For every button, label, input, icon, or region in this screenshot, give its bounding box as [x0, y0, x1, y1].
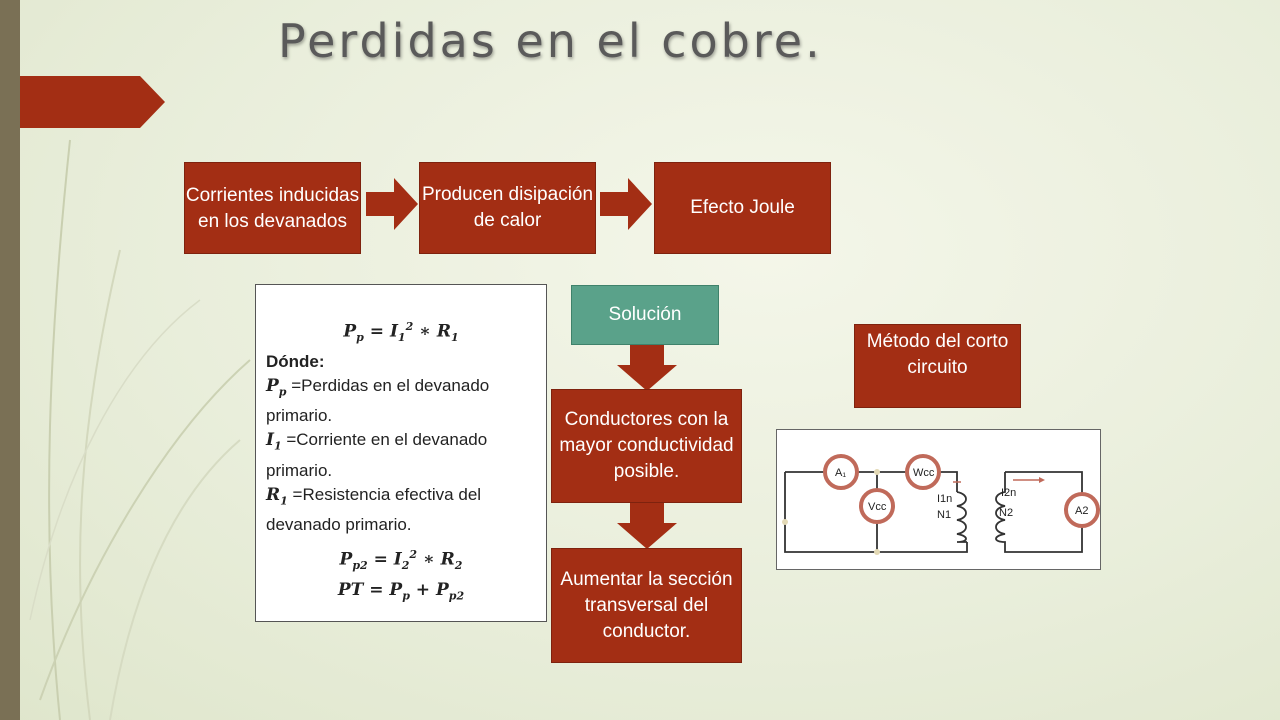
flow-arrow-2: [600, 178, 652, 230]
circuit-schematic: A₁ Wcc Vcc I1n N1 I2n N2 A2: [782, 454, 1100, 555]
solution-step-aumentar-label: Aumentar la sección transversal del cond…: [560, 568, 733, 642]
short-circuit-diagram: A₁ Wcc Vcc I1n N1 I2n N2 A2: [776, 429, 1101, 570]
secondary-turns-label: N2: [999, 507, 1013, 519]
method-box: Método del corto circuito: [854, 324, 1021, 408]
formula-pp: Pp = I12 ∗ R1: [343, 320, 459, 345]
title-flag-shape: [20, 76, 165, 128]
formula-pt: PT = Pp + Pp2: [337, 580, 465, 603]
def-pp-text: =Perdidas en el devanado primario.: [266, 376, 490, 426]
flow-box-producen-label: Producen disipación de calor: [421, 184, 594, 231]
flow-box-producen: Producen disipación de calor: [419, 162, 596, 254]
wattmeter-label: Wcc: [913, 467, 935, 479]
page-title: Perdidas en el cobre.: [278, 14, 823, 68]
flow-box-corrientes: Corrientes inducidas en los devanados: [184, 162, 361, 254]
def-r1: R1 =Resistencia efectiva del devanado pr…: [266, 484, 482, 535]
solution-arrow-1: [617, 345, 677, 391]
left-bar: [0, 0, 20, 720]
solution-step-aumentar: Aumentar la sección transversal del cond…: [551, 548, 742, 663]
method-label: Método del corto circuito: [866, 331, 1009, 378]
def-i1-text: =Corriente en el devanado primario.: [266, 430, 488, 480]
primary-current-label: I1n: [937, 493, 952, 505]
def-pp: Pp =Perdidas en el devanado primario.: [266, 376, 490, 426]
ammeter-1-label: A₁: [835, 467, 846, 479]
donde-label: Dónde:: [266, 352, 325, 372]
flow-arrow-1: [366, 178, 418, 230]
formula-pp2: Pp2 = I22 ∗ R2: [339, 548, 463, 573]
flow-box-efecto-joule: Efecto Joule: [654, 162, 831, 254]
primary-turns-label: N1: [937, 509, 951, 521]
flow-box-corrientes-label: Corrientes inducidas en los devanados: [185, 185, 360, 232]
solution-box: Solución: [571, 285, 719, 345]
def-i1: I1 =Corriente en el devanado primario.: [266, 430, 488, 480]
flow-box-efecto-joule-label: Efecto Joule: [690, 197, 795, 218]
secondary-current-label: I2n: [1001, 487, 1016, 499]
solution-label: Solución: [608, 304, 682, 325]
solution-step-conductores: Conductores con la mayor conductividad p…: [551, 389, 742, 503]
formula-panel: Pp = I12 ∗ R1 Dónde: Pp =Perdidas en el …: [255, 284, 547, 622]
solution-arrow-2: [617, 503, 677, 549]
def-r1-text: =Resistencia efectiva del devanado prima…: [266, 484, 482, 535]
ammeter-2-label: A2: [1075, 505, 1088, 517]
voltmeter-label: Vcc: [868, 501, 887, 513]
decorative-curves: [29, 139, 251, 720]
solution-step-conductores-label: Conductores con la mayor conductividad p…: [559, 409, 734, 482]
